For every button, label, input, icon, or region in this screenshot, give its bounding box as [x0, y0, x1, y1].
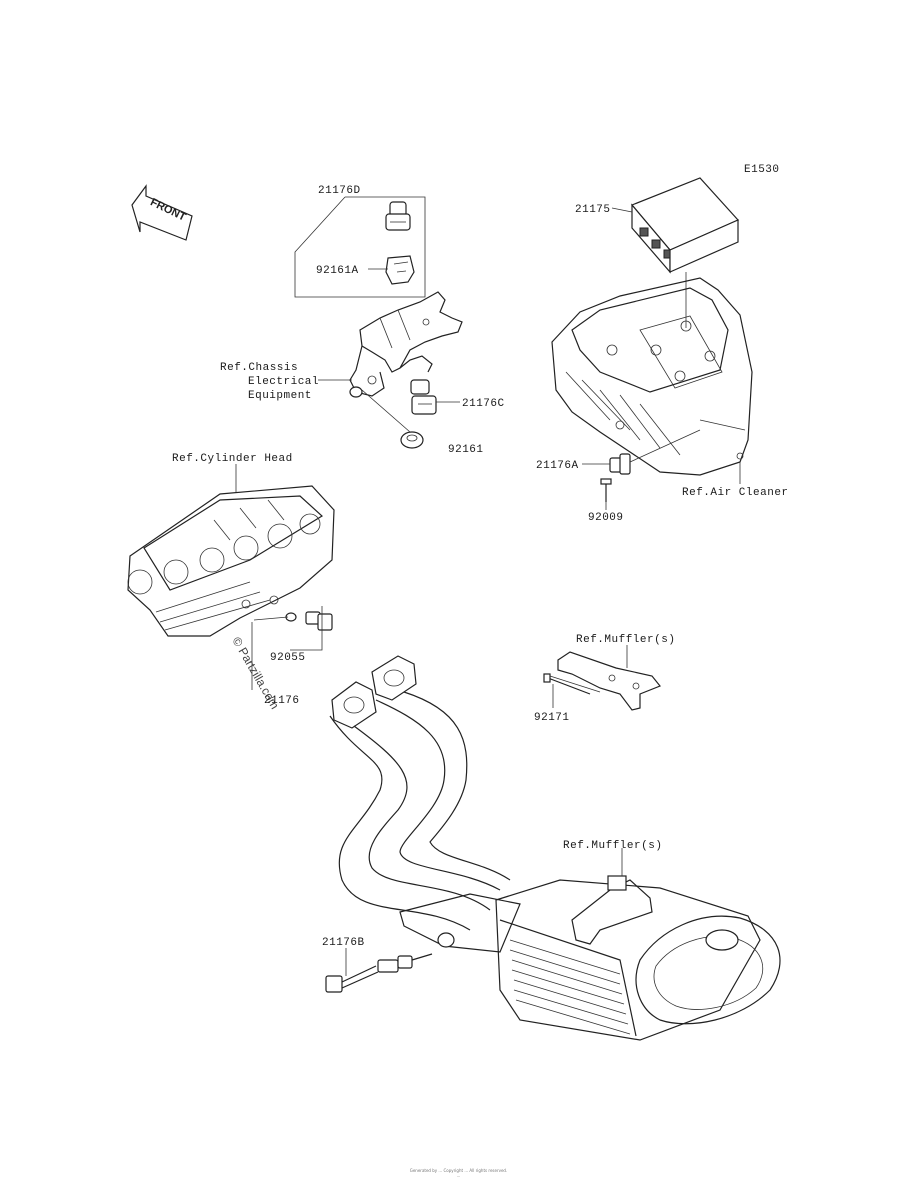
air-cleaner-housing [551, 277, 753, 476]
sensor-21176B [325, 953, 433, 993]
front-arrow-icon: FRONT [131, 184, 193, 241]
label-92161A: 92161A [316, 265, 359, 277]
damper-92161A [385, 255, 415, 285]
muffler-stay [549, 651, 661, 711]
label-ref-chassis-line2: Electrical [248, 376, 319, 388]
label-92009: 92009 [588, 512, 624, 524]
sensor-21176D [385, 201, 411, 231]
footer-line-1: Generated by ... Copyright ... All right… [409, 1168, 508, 1173]
label-21175: 21175 [575, 204, 611, 216]
label-21176D: 21176D [318, 185, 361, 197]
copyright-footer: Generated by ... Copyright ... All right… [0, 1168, 917, 1178]
label-ref-cylinder-head: Ref.Cylinder Head [172, 453, 293, 465]
exhaust-system [329, 655, 781, 1041]
label-ref-chassis-line1: Ref.Chassis [220, 362, 298, 374]
diagram-code: E1530 [744, 164, 780, 176]
footer-line-2: ... [456, 1173, 461, 1178]
label-ref-chassis-line3: Equipment [248, 390, 312, 402]
screw-92009 [600, 478, 612, 502]
ecu-21175 [631, 177, 740, 274]
sensor-bracket-group [294, 196, 463, 449]
muffler-heat-shield [509, 939, 631, 1035]
label-21176A: 21176A [536, 460, 579, 472]
group-bracket [294, 196, 426, 298]
label-ref-air-cleaner: Ref.Air Cleaner [682, 487, 789, 499]
label-21176B: 21176B [322, 937, 365, 949]
label-21176: 21176 [264, 695, 300, 707]
sensor-21176C [410, 379, 437, 415]
mounting-bracket [349, 291, 463, 397]
label-ref-mufflers-bottom: Ref.Muffler(s) [563, 840, 662, 852]
label-92055: 92055 [270, 652, 306, 664]
bolt-92171 [543, 673, 591, 695]
label-ref-mufflers-top: Ref.Muffler(s) [576, 634, 675, 646]
sensor-21176 [285, 611, 333, 631]
label-92161: 92161 [448, 444, 484, 456]
cylinder-head [127, 485, 335, 637]
label-92171: 92171 [534, 712, 570, 724]
label-21176C: 21176C [462, 398, 505, 410]
sensor-21176A [609, 429, 701, 475]
grommet-92161 [400, 431, 424, 449]
